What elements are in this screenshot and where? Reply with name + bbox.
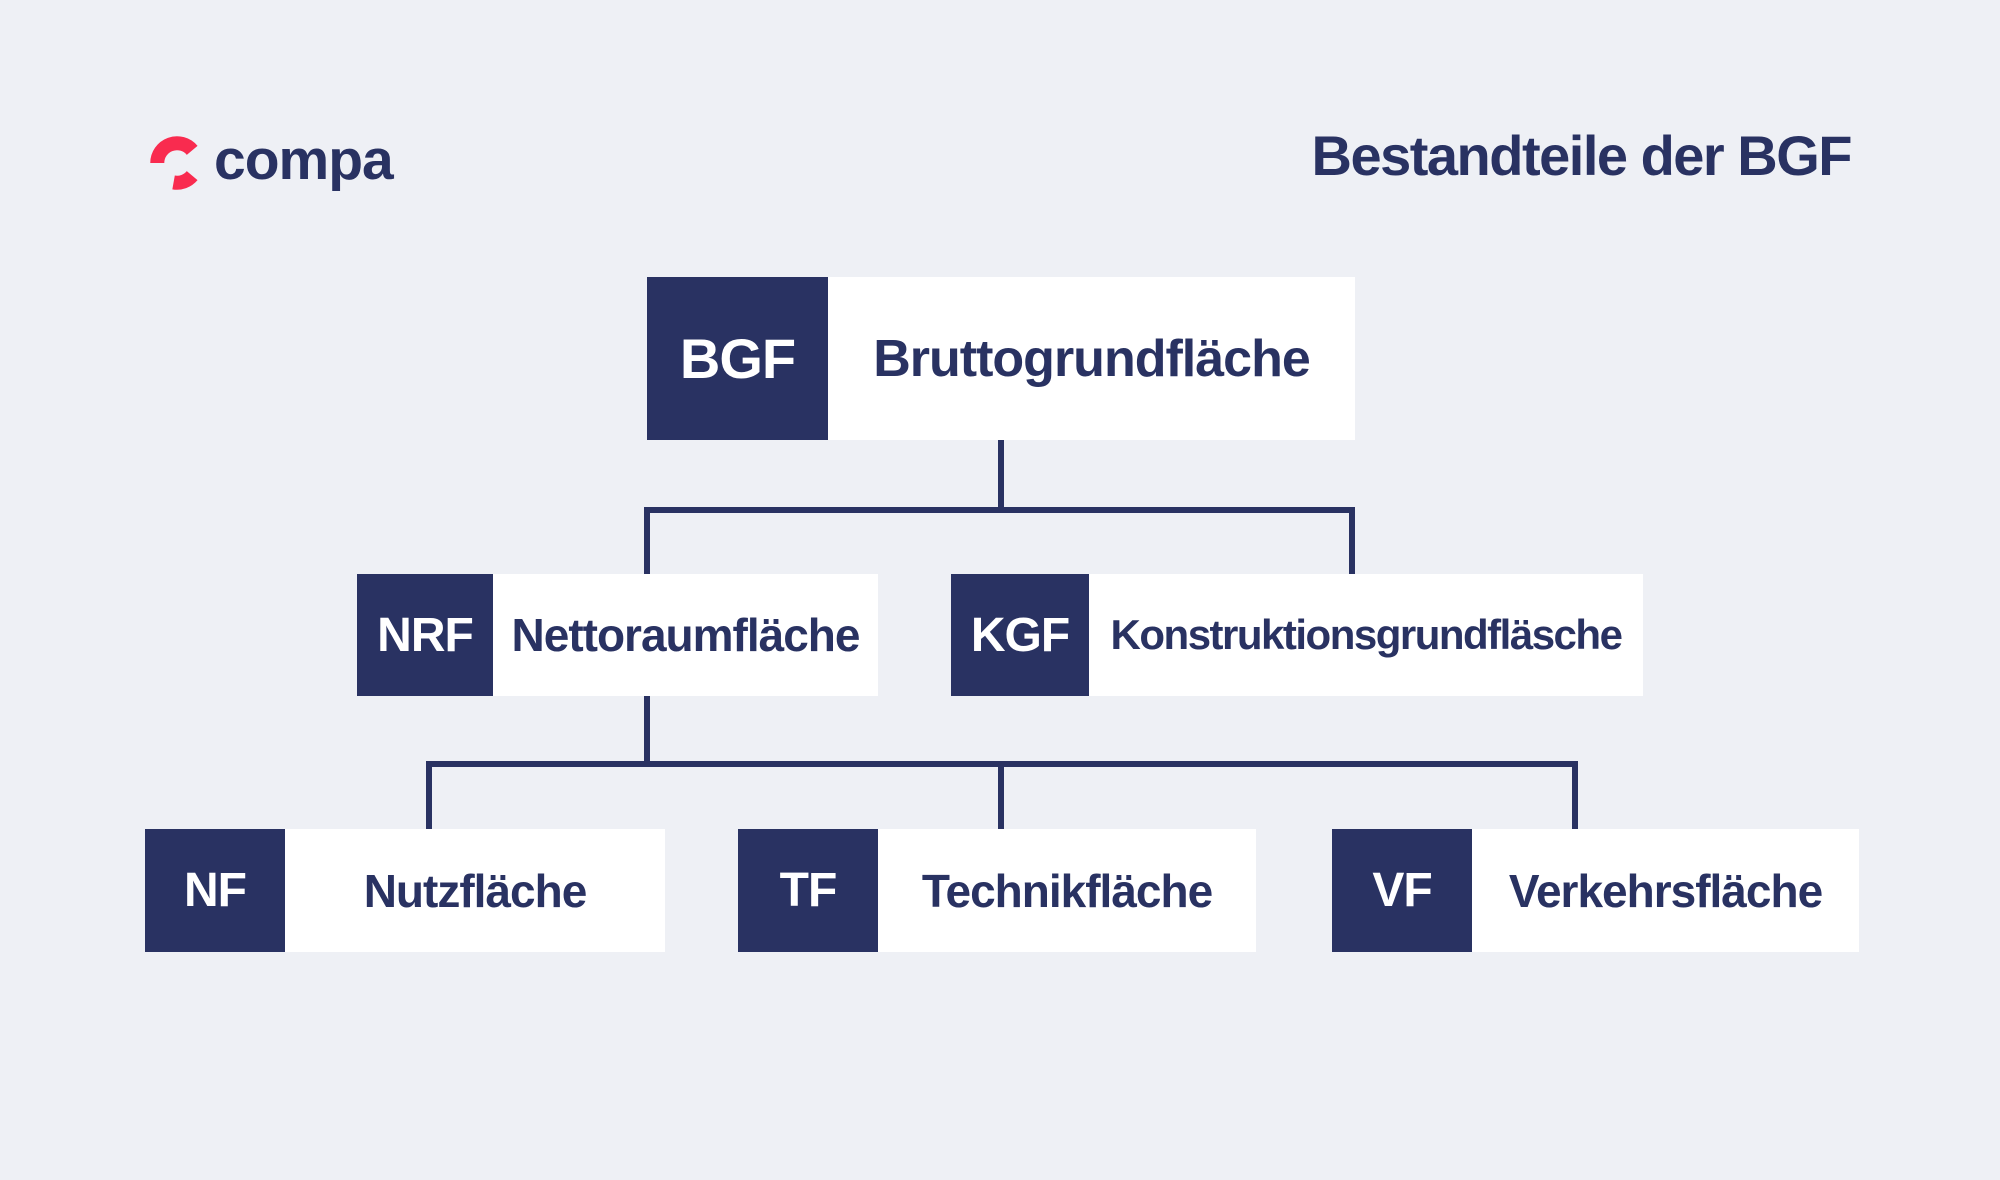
node-bgf: BGF Bruttogrundfläche [647, 277, 1355, 440]
node-kgf-abbr: KGF [951, 574, 1089, 696]
node-tf-abbr: TF [738, 829, 878, 952]
compa-broken-ring-icon [150, 135, 198, 190]
node-nf-label: Nutzfläche [363, 864, 588, 917]
node-nrf-label: Nettoraumfläche [511, 609, 861, 661]
node-vf-label: Verkehrsfläche [1508, 864, 1823, 917]
node-bgf-label: Bruttogrundfläche [873, 329, 1311, 388]
node-vf: VF Verkehrsfläche [1332, 829, 1859, 952]
node-tf-label: Technikfläche [921, 864, 1213, 917]
page-title: Bestandteile der BGF [1311, 124, 1853, 187]
node-nf: NF Nutzfläche [145, 829, 665, 952]
node-nrf-abbr: NRF [357, 574, 493, 696]
node-nrf: NRF Nettoraumfläche [357, 574, 878, 696]
compa-logo: compa [150, 128, 394, 192]
logo-wordmark: compa [214, 128, 394, 192]
node-vf-abbr: VF [1332, 829, 1472, 952]
node-bgf-abbr: BGF [647, 277, 828, 440]
node-kgf: KGF Konstruktionsgrundfläsche [951, 574, 1643, 696]
node-nf-abbr: NF [145, 829, 285, 952]
node-tf: TF Technikfläche [738, 829, 1256, 952]
node-kgf-label: Konstruktionsgrundfläsche [1110, 611, 1623, 658]
